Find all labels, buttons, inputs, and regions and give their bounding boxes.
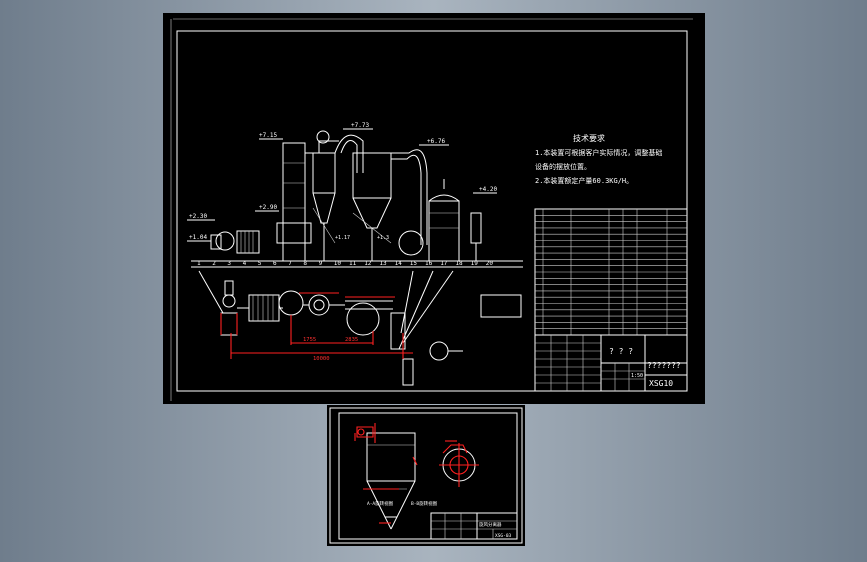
drawing-number: XSG10	[649, 379, 673, 388]
part-number-label: 20	[486, 260, 494, 267]
part-number-label: 4	[243, 260, 247, 267]
control-cabinet	[480, 294, 522, 318]
part-number-label: 8	[303, 260, 307, 267]
title-block-name: 旋风分离器	[479, 521, 502, 528]
part-number-label: 16	[425, 260, 433, 267]
scale-label: 1:50	[631, 373, 643, 379]
elev-label: +7.15	[259, 132, 277, 139]
detail-drawing-sheet[interactable]: A-A旋转视图 B-B旋转视图 旋风分离器 XSG-03	[327, 405, 525, 546]
plan-view	[198, 270, 522, 386]
elev-label: +2.90	[259, 204, 277, 211]
part-number-label: 5	[258, 260, 262, 267]
detail-drawing-canvas: A-A旋转视图 B-B旋转视图 旋风分离器 XSG-03	[329, 407, 523, 544]
cyclone-elevation	[354, 423, 418, 530]
elev-label: +2.30	[189, 213, 207, 220]
drawing-number: XSG-03	[495, 533, 512, 539]
dimension-label: 1755	[303, 337, 316, 343]
part-number-label: 17	[440, 260, 448, 267]
elev-label: +6.76	[427, 138, 445, 145]
dimension-label: 10000	[313, 356, 330, 362]
elev-label: +1.04	[189, 234, 207, 241]
part-number-label: 19	[471, 260, 479, 267]
title-block: ? ? ? ??????? XSG10 1:50	[534, 334, 688, 392]
view-label: A-A旋转视图	[367, 500, 394, 507]
notes-title: 技术要求	[573, 133, 605, 143]
part-number-label: 14	[395, 260, 403, 267]
notes-line: 1.本装置可根据客户实际情况，调整基础	[535, 148, 662, 157]
view-label: B-B旋转视图	[411, 500, 438, 507]
main-drawing-sheet[interactable]: +7.15 +7.73 +6.76 +2.90 +2.30 +1.04 +4.2…	[163, 13, 705, 404]
part-number-label: 9	[319, 260, 323, 267]
elevation-view	[191, 130, 523, 262]
notes-line: 设备的摆放位置。	[535, 162, 591, 171]
part-number-label: 1	[197, 260, 201, 267]
elev-label: +7.73	[351, 122, 369, 129]
main-drawing-canvas: +7.15 +7.73 +6.76 +2.90 +2.30 +1.04 +4.2…	[170, 18, 693, 401]
cyclone-plan	[439, 440, 479, 487]
parts-list-table	[534, 208, 688, 336]
part-number-label: 13	[379, 260, 387, 267]
plan-base	[220, 312, 238, 336]
part-number-label: 7	[288, 260, 292, 267]
title-block-name: ???????	[647, 361, 681, 370]
elev-label: +1.3	[377, 235, 389, 241]
part-number-label: 2	[212, 260, 216, 267]
title-block-marks: ? ? ?	[609, 347, 633, 356]
part-number-label: 15	[410, 260, 418, 267]
technical-notes: 技术要求 1.本装置可根据客户实际情况，调整基础 设备的摆放位置。 2.本装置额…	[535, 133, 662, 185]
part-number-label: 10	[334, 260, 342, 267]
part-number-label: 18	[455, 260, 463, 267]
part-number-label: 12	[364, 260, 372, 267]
part-number-label: 6	[273, 260, 277, 267]
sheet-border	[329, 407, 523, 544]
drawing-frame	[176, 30, 688, 392]
elev-label: +4.20	[479, 186, 497, 193]
notes-line: 2.本装置额定产量60.3KG/H。	[535, 176, 633, 185]
part-number-label: 3	[227, 260, 231, 267]
dimension-lines: 1755 2835 10000	[220, 292, 413, 362]
dimension-label: 2835	[345, 337, 358, 343]
elev-label: +1.17	[335, 235, 350, 241]
elevation-marks: +7.15 +7.73 +6.76 +2.90 +2.30 +1.04 +4.2…	[187, 122, 497, 242]
drawing-frame	[338, 412, 518, 540]
part-number-label: 11	[349, 260, 357, 267]
title-block: 旋风分离器 XSG-03	[430, 512, 518, 540]
